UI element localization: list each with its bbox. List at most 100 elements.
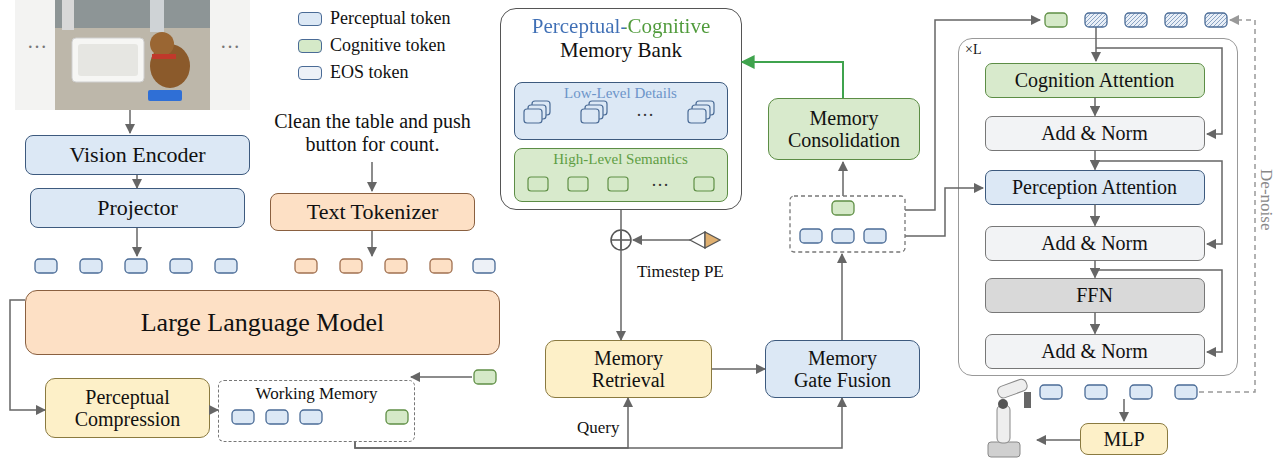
photo-bin [72, 38, 144, 82]
sum-operator [611, 230, 631, 250]
ellipsis-mark: … [215, 30, 245, 53]
photo-wall [55, 0, 210, 28]
action-token [1040, 385, 1062, 399]
photo-faded-frame [15, 0, 55, 110]
action-token [1130, 385, 1152, 399]
edge-label: Query [577, 418, 619, 438]
photo-plush-head [150, 32, 174, 56]
perceptual-token [300, 410, 322, 424]
cognitive-token [694, 177, 714, 191]
connector-arrow [742, 62, 843, 98]
photo-gripper [150, 0, 164, 32]
perceptual-token [832, 229, 854, 243]
legend-text: EOS token [330, 62, 409, 83]
cognitive-token [608, 177, 628, 191]
robot-joint [998, 399, 1008, 409]
text-token [295, 259, 317, 273]
perceptual-token [35, 259, 57, 273]
process-box: Perceptual Compression [45, 378, 210, 438]
photo-plush-body [150, 44, 190, 88]
timestep-symbol [705, 232, 720, 248]
connector-layer [10, 62, 1095, 448]
node-text: Memory Gate Fusion [790, 347, 895, 392]
robot-link [997, 405, 1010, 443]
perceptual-token [266, 410, 288, 424]
robot-link [996, 378, 1028, 400]
photo-faded-frame [210, 0, 250, 110]
legend-item: Perceptual token [298, 8, 450, 29]
legend-item: Cognitive token [298, 35, 446, 56]
flow-arrow [905, 188, 983, 236]
node-text: Working Memory [256, 384, 378, 403]
flow-arrow [633, 239, 690, 241]
signal-label: Timestep PE [637, 262, 737, 282]
node-text: Add & Norm [1041, 122, 1148, 144]
memory-section: High-Level Semantics [514, 148, 728, 202]
norm-box: Add & Norm [985, 116, 1205, 151]
norm-box: Add & Norm [985, 334, 1205, 369]
memory-section: Low-Level Details [514, 82, 728, 140]
side-label: De-noise [1256, 150, 1276, 250]
node-text: Perception Attention [1012, 176, 1177, 198]
ellipsis-mark: … [22, 30, 52, 53]
tokenizer-box: Text Tokenizer [270, 193, 475, 231]
detail-stack [692, 105, 710, 119]
photo-button [148, 90, 182, 101]
flow-arrow [842, 162, 844, 196]
detail-stack [532, 101, 550, 115]
connector-arrow [210, 409, 218, 411]
flow-arrow [129, 110, 131, 133]
scene-photo [15, 0, 250, 110]
eos-token [473, 259, 495, 273]
text-token [385, 259, 407, 273]
memory-bank: Perceptual-CognitiveMemory BankLow-Level… [500, 8, 742, 210]
perceptual-token [232, 410, 254, 424]
fused-token-group [790, 196, 905, 252]
detail-stack [585, 105, 603, 119]
residual-line [1096, 48, 1222, 134]
legend-swatch [298, 39, 322, 53]
photo-plush-scarf [152, 54, 176, 59]
process-box: Memory Gate Fusion [765, 340, 920, 398]
node-text: High-Level Semantics [553, 151, 688, 168]
detail-stack [696, 101, 714, 115]
node-text: Memory Retrieval [576, 347, 681, 392]
node-text: Text Tokenizer [307, 200, 439, 225]
robot-gripper [1024, 392, 1031, 408]
noise-token [1085, 13, 1107, 27]
cognitive-token [386, 410, 408, 424]
projector-box: Projector [30, 188, 245, 228]
attention-box: Cognition Attention [985, 63, 1205, 98]
connector-arrow [620, 210, 622, 340]
detail-stack [524, 109, 542, 123]
connector-arrow [712, 368, 765, 370]
node-text: Memory Bank [560, 39, 682, 63]
node-text: MLP [1103, 428, 1144, 450]
flow-arrow [905, 20, 1040, 210]
cognitive-token [1045, 13, 1067, 27]
instruction-text: Clean the table and push button for coun… [270, 110, 475, 156]
perceptual-token [80, 259, 102, 273]
photo-frame [15, 0, 250, 110]
node-text: Large Language Model [141, 308, 385, 337]
photo-stand [62, 0, 74, 30]
perceptual-token [800, 229, 822, 243]
legend-swatch [298, 12, 322, 26]
detail-stack [528, 105, 546, 119]
detail-stack [688, 109, 706, 123]
legend-text: Perceptual token [330, 8, 450, 29]
legend-item: EOS token [298, 62, 409, 83]
noise-token [1125, 13, 1147, 27]
flow-arrow [136, 228, 138, 256]
connector-arrow [1094, 98, 1096, 116]
text-token [340, 259, 362, 273]
flow-arrow [841, 254, 843, 340]
connector-arrow [1094, 205, 1096, 226]
connector-arrow [1094, 313, 1096, 334]
node-text: FFN [1076, 284, 1113, 306]
perceptual-token [170, 259, 192, 273]
node-text: Projector [97, 196, 178, 221]
ffn-box: FFN [985, 278, 1205, 313]
